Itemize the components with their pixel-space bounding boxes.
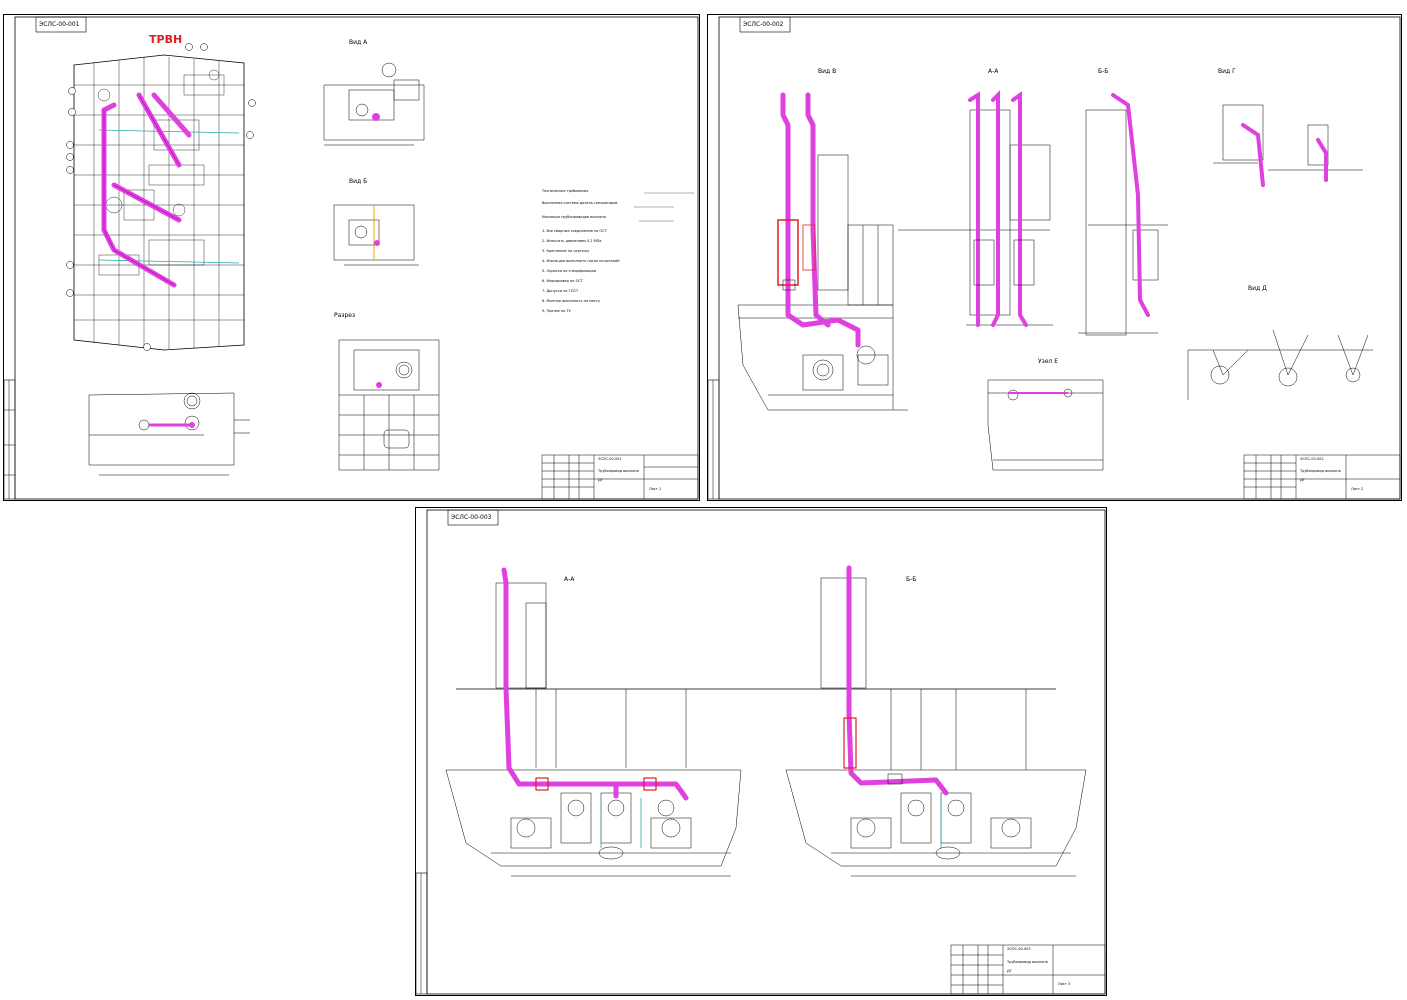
title-block-code: ЭСЛС-00-003 (1007, 947, 1031, 951)
note-line: Выхлопная система дизель-генераторов (542, 201, 618, 205)
note-line: Технические требования (542, 189, 589, 193)
title-block-name: Трубопровод выхлопа (1300, 469, 1341, 473)
section-label-aa: А-А (988, 68, 999, 75)
sheet-3-drawing (416, 509, 1106, 995)
note-line: 6. Маркировка по ОСТ (542, 279, 583, 283)
section-label-bb: Б-Б (906, 576, 917, 583)
section-label-c: Разрез (334, 312, 356, 319)
section-label-d: Вид Д (1248, 285, 1267, 292)
section-label-aa: А-А (564, 576, 575, 583)
section-label-g: Вид Г (1218, 68, 1236, 75)
note-line: 7. Допуски по ГОСТ (542, 289, 579, 293)
title-block-sheet: Лист 2 (1351, 487, 1364, 491)
sheet-2-drawing (708, 16, 1401, 500)
title-block-code: ЭСЛС-00-002 (1300, 457, 1324, 461)
title-block-sheet: Лист 1 (649, 487, 662, 491)
note-line: 2. Испытать давлением 0,2 МПа (542, 239, 602, 243)
note-line: 1. Все сварные соединения по ОСТ (542, 229, 607, 233)
section-label-b: Вид Б (349, 178, 368, 185)
section-label-bb: Б-Б (1098, 68, 1109, 75)
red-label: ТРВН (149, 33, 183, 46)
note-line: 4. Изоляцию выполнить после испытаний (542, 259, 620, 263)
drawing-sheet-3: ЭСЛС-00-003 А-А Б-Б ЭСЛС-00-003 Трубопро… (415, 507, 1107, 996)
sheet-1-code: ЭСЛС-00-001 (39, 21, 80, 28)
note-line: 8. Монтаж выполнить по месту (542, 299, 600, 303)
title-block-sub: ДГ (1300, 478, 1305, 482)
title-block-code: ЭСЛС-00-001 (598, 457, 622, 461)
title-block-name: Трубопровод выхлопа (598, 469, 639, 473)
note-line: 5. Окраска по спецификации (542, 269, 597, 273)
title-block-sub: ДГ (598, 478, 603, 482)
note-line: 9. Прочее по ТУ (542, 309, 571, 313)
drawing-sheet-1: ЭСЛС-00-001 ТРВН Вид А Вид Б Разрез Техн… (3, 14, 700, 501)
note-line: 3. Крепление по чертежу (542, 249, 590, 253)
section-label-v: Вид В (818, 68, 837, 75)
drawing-sheet-2: ЭСЛС-00-002 Вид В А-А Б-Б Вид Г Вид Д Уз… (707, 14, 1402, 501)
section-label-a: Вид А (349, 39, 368, 46)
section-label-e: Узел Е (1038, 358, 1059, 365)
sheet-3-code: ЭСЛС-00-003 (451, 514, 492, 521)
sheet-1-drawing (4, 16, 699, 500)
title-block-sheet: Лист 3 (1058, 982, 1071, 986)
sheet-2-code: ЭСЛС-00-002 (743, 21, 784, 28)
note-line: Изоляция трубопроводов выхлопа (542, 215, 606, 219)
title-block-sub: ДГ (1007, 969, 1012, 973)
title-block-name: Трубопровод выхлопа (1007, 960, 1048, 964)
